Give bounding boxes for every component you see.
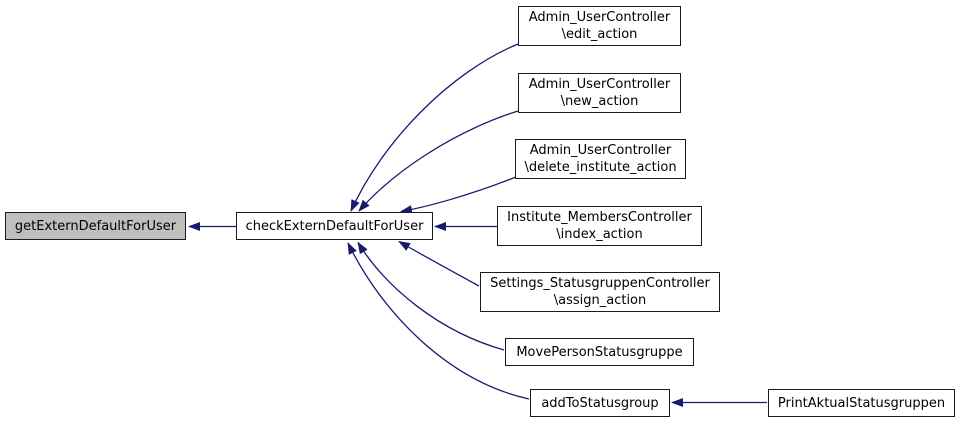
node-label: getExternDefaultForUser [14,218,177,234]
node-admin-user-new-action[interactable]: Admin_UserController \new_action [518,73,681,113]
node-movePersonStatusgruppe[interactable]: MovePersonStatusgruppe [505,338,694,366]
node-admin-user-edit-action[interactable]: Admin_UserController \edit_action [518,6,681,46]
node-label: Institute_MembersController \index_actio… [507,210,692,242]
node-label: PrintAktualStatusgruppen [777,395,946,411]
node-label: checkExternDefaultForUser [245,218,424,234]
edge-movePersonStatusgruppe-to-checkExternDefaultForUser [357,241,505,351]
node-addToStatusgroup[interactable]: addToStatusgroup [530,389,670,417]
edge-new-action-to-checkExternDefaultForUser [358,110,519,212]
node-label: MovePersonStatusgruppe [516,344,683,360]
node-checkExternDefaultForUser[interactable]: checkExternDefaultForUser [236,212,433,240]
node-institute-members-index-action[interactable]: Institute_MembersController \index_actio… [497,206,702,246]
edge-delete-institute-action-to-checkExternDefaultForUser [400,176,517,214]
edge-addToStatusgroup-to-checkExternDefaultForUser [347,242,530,400]
node-printAktualStatusgruppen[interactable]: PrintAktualStatusgruppen [768,389,955,417]
node-label: Settings_StatusgruppenController \assign… [490,276,710,308]
node-label: addToStatusgroup [541,395,659,411]
node-label: Admin_UserController \delete_institute_a… [524,143,677,175]
node-label: Admin_UserController \edit_action [528,10,671,42]
node-label: Admin_UserController \new_action [528,77,671,109]
edge-edit-action-to-checkExternDefaultForUser [350,43,519,212]
edge-assign-action-to-checkExternDefaultForUser [398,240,480,287]
node-settings-statusgruppen-assign-action[interactable]: Settings_StatusgruppenController \assign… [480,272,720,312]
node-admin-user-delete-institute-action[interactable]: Admin_UserController \delete_institute_a… [515,139,686,179]
node-getExternDefaultForUser[interactable]: getExternDefaultForUser [5,212,186,240]
